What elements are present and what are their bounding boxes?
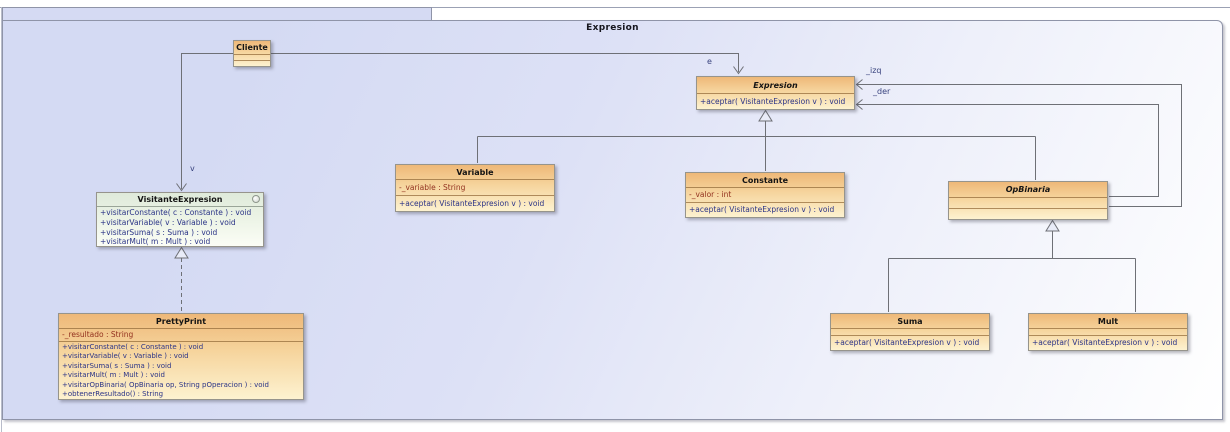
- class-opbinaria[interactable]: OpBinaria: [948, 181, 1108, 220]
- operation: +aceptar( VisitanteExpresion v ) : void: [700, 97, 846, 106]
- operations-compartment: +aceptar( VisitanteExpresion v ) : void: [686, 202, 844, 217]
- operation: +visitarMult( m : Mult ) : void: [62, 371, 165, 380]
- class-variable[interactable]: Variable -_variable : String +aceptar( V…: [395, 164, 555, 212]
- class-expresion[interactable]: Expresion +aceptar( VisitanteExpresion v…: [696, 76, 855, 110]
- class-cliente[interactable]: Cliente: [233, 40, 271, 67]
- operations-compartment: +aceptar( VisitanteExpresion v ) : void: [697, 93, 854, 109]
- diagram-title: Expresion: [586, 23, 639, 33]
- interface-icon: [252, 195, 260, 203]
- generalization-to-expresion[interactable]: [477, 109, 1036, 181]
- attributes-compartment: -_valor : int: [686, 187, 844, 202]
- attributes-compartment: [1029, 328, 1187, 335]
- attribute: -_resultado : String: [62, 330, 134, 339]
- role-label-der[interactable]: _der: [873, 87, 891, 96]
- operation: +visitarVariable( v : Variable ) : void: [100, 217, 236, 227]
- operations-compartment: [949, 208, 1107, 219]
- class-title: VisitanteExpresion: [97, 193, 263, 206]
- class-title: Expresion: [753, 80, 798, 90]
- window-top-border: [0, 7, 1230, 8]
- attribute: -_variable : String: [399, 183, 466, 192]
- association-der[interactable]: [855, 99, 1159, 197]
- role-label-v[interactable]: v: [190, 164, 195, 173]
- class-title: Cliente: [236, 43, 268, 52]
- operations-compartment: [234, 60, 270, 66]
- association-izq[interactable]: [855, 79, 1182, 207]
- class-mult[interactable]: Mult +aceptar( VisitanteExpresion v ) : …: [1028, 313, 1188, 351]
- interface-visitante-expresion[interactable]: VisitanteExpresion +visitarConstante( c …: [96, 192, 264, 247]
- class-title: Mult: [1097, 316, 1119, 326]
- operation: +visitarSuma( s : Suma ) : void: [62, 361, 172, 370]
- operation: +aceptar( VisitanteExpresion v ) : void: [1032, 338, 1178, 347]
- operation: +aceptar( VisitanteExpresion v ) : void: [834, 338, 980, 347]
- class-prettyprint[interactable]: PrettyPrint -_resultado : String +visita…: [58, 313, 304, 400]
- role-label-e[interactable]: e: [707, 57, 712, 66]
- class-title-text: VisitanteExpresion: [137, 195, 223, 204]
- operations-compartment: +aceptar( VisitanteExpresion v ) : void: [1029, 335, 1187, 350]
- attributes-compartment: [831, 328, 989, 335]
- class-title: Suma: [897, 316, 923, 326]
- operation: +aceptar( VisitanteExpresion v ) : void: [689, 205, 835, 214]
- operation: +obtenerResultado() : String: [62, 390, 164, 399]
- class-title: Constante: [742, 175, 788, 185]
- operation: +visitarConstante( c : Constante ) : voi…: [100, 208, 252, 217]
- operation: +visitarSuma( s : Suma ) : void: [100, 227, 218, 237]
- operation: +aceptar( VisitanteExpresion v ) : void: [399, 199, 545, 208]
- class-title: PrettyPrint: [155, 316, 207, 326]
- attributes-compartment: [949, 197, 1107, 208]
- operations-compartment: +aceptar( VisitanteExpresion v ) : void: [831, 335, 989, 350]
- operation: +visitarOpBinaria( OpBinaria op, String …: [62, 380, 269, 389]
- association-cliente-visitante[interactable]: [176, 53, 187, 192]
- attribute: -_valor : int: [689, 190, 732, 199]
- window-left-border: [1, 7, 2, 432]
- operations-compartment: +aceptar( VisitanteExpresion v ) : void: [396, 195, 554, 211]
- class-suma[interactable]: Suma +aceptar( VisitanteExpresion v ) : …: [830, 313, 990, 351]
- class-title: Variable: [456, 167, 494, 177]
- attributes-compartment: -_variable : String: [396, 179, 554, 195]
- operation: +visitarMult( m : Mult ) : void: [100, 237, 211, 246]
- attributes-compartment: -_resultado : String: [59, 328, 303, 341]
- role-label-izq[interactable]: _izq: [866, 66, 882, 75]
- generalization-to-opbinaria[interactable]: [888, 219, 1136, 313]
- operation: +visitarConstante( c : Constante ) : voi…: [62, 343, 204, 351]
- operation: +visitarVariable( v : Variable ) : void: [62, 352, 189, 361]
- attributes-compartment: [234, 54, 270, 60]
- class-title: OpBinaria: [1005, 185, 1051, 194]
- operations-compartment: +visitarConstante( c : Constante ) : voi…: [59, 341, 303, 399]
- association-cliente-expresion[interactable]: [181, 53, 744, 75]
- operations-compartment: +visitarConstante( c : Constante ) : voi…: [97, 206, 263, 246]
- realization-prettyprint-visitante[interactable]: [174, 246, 189, 314]
- class-constante[interactable]: Constante -_valor : int +aceptar( Visita…: [685, 172, 845, 218]
